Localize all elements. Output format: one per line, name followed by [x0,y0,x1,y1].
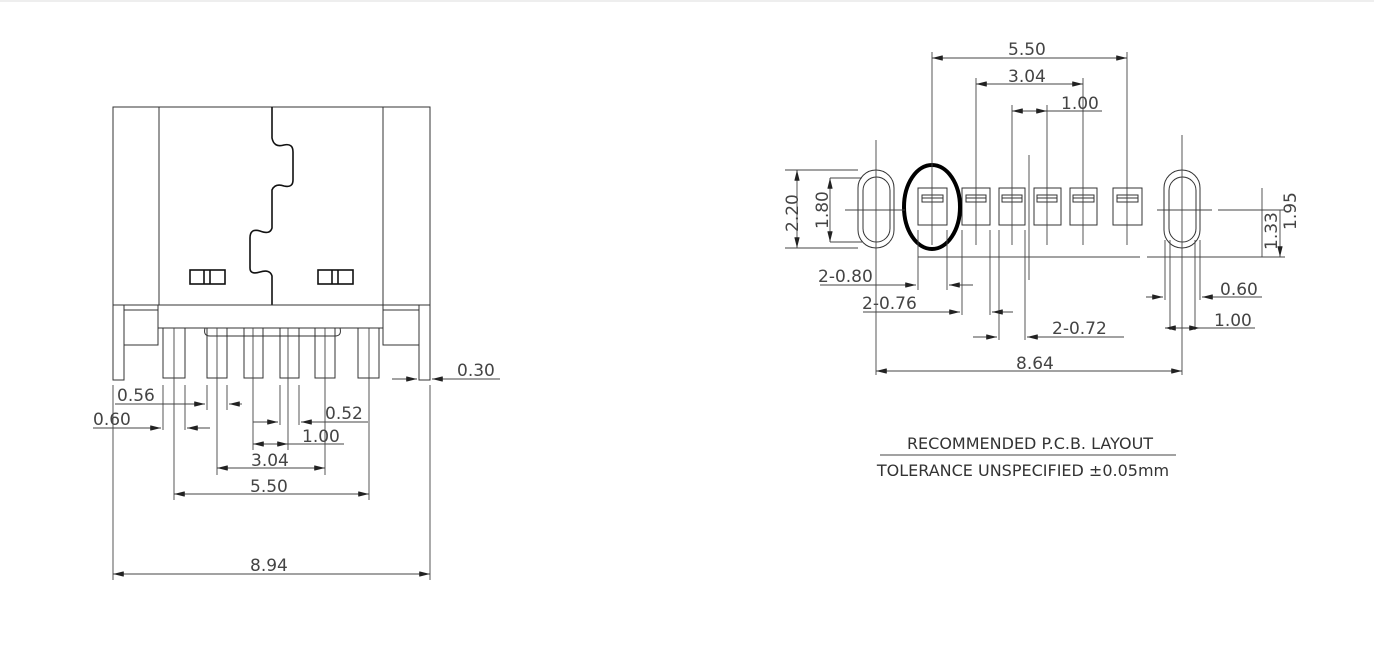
pcb-dim-slot-width: 0.60 [1220,280,1258,300]
tolerance-note: TOLERANCE UNSPECIFIED ±0.05mm [876,461,1169,480]
latch-window-left [189,269,226,285]
dim-pin-width: 0.56 [117,386,155,406]
pcb-dim-pad-width-c: 2-0.72 [1052,319,1107,339]
top-border [0,0,1374,2]
dim-pitch-outer: 0.60 [93,410,131,430]
pads [917,187,1143,226]
connector-front-view: 0.56 0.60 0.30 0.52 1.00 3.04 5.50 8.94 [93,106,500,580]
dim-pitch: 1.00 [302,427,340,447]
dim-span-outer: 5.50 [250,477,288,497]
pcb-dim-slot-offset: 1.95 [1281,192,1301,230]
pcb-dim-pad-width-a: 2-0.80 [818,267,873,287]
pcb-dim-pad-width-b: 2-0.76 [862,294,917,314]
pcb-dim-slot-span: 8.64 [1016,354,1054,374]
pcb-dim-pad-offset: 1.33 [1262,212,1282,250]
pcb-dim-slot-inner-h: 1.80 [813,191,833,229]
dim-span-inner: 3.04 [251,451,289,471]
latch-window-right [317,269,354,285]
pcb-layout: 5.50 3.04 1.00 2.20 1.80 1.33 1.95 2-0.8… [783,40,1301,480]
dim-shell-thickness: 0.30 [457,361,495,381]
dim-overall-width: 8.94 [250,556,288,576]
pcb-dim-slot-outer-width: 1.00 [1214,311,1252,331]
dim-pin-inner: 0.52 [325,404,363,424]
pcb-dim-span-inner: 3.04 [1008,67,1046,87]
layout-title: RECOMMENDED P.C.B. LAYOUT [907,434,1153,453]
pcb-dim-span-outer: 5.50 [1008,40,1046,60]
shell-seam [249,107,294,305]
pcb-dim-pitch: 1.00 [1061,94,1099,114]
pcb-dim-slot-outer-h: 2.20 [783,194,803,232]
